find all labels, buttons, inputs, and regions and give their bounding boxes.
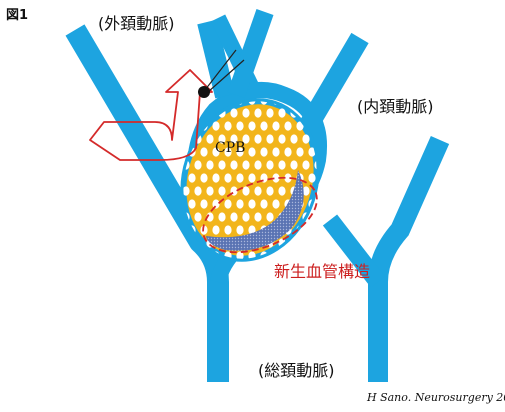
figure-label: 図1 (6, 4, 28, 23)
lipid-dot (278, 160, 285, 169)
lipid-dot (218, 160, 225, 169)
lipid-dot (290, 238, 297, 247)
lipid-dot (194, 212, 201, 221)
lipid-dot (290, 134, 297, 143)
lipid-dot (266, 108, 273, 117)
lipid-dot (302, 160, 309, 169)
lipid-dot (278, 134, 285, 143)
citation: H Sano. Neurosurgery 2010 (367, 391, 505, 404)
lipid-dot (266, 160, 273, 169)
lipid-dot (206, 186, 213, 195)
lipid-dot (266, 212, 273, 221)
lipid-dot (230, 212, 237, 221)
lipid-dot (218, 186, 225, 195)
lipid-dot (254, 212, 261, 221)
lipid-dot (308, 173, 315, 182)
lipid-dot (248, 121, 255, 130)
lipid-dot (272, 121, 279, 130)
lipid-dot (200, 147, 207, 156)
lipid-dot (248, 173, 255, 182)
lipid-dot (284, 121, 291, 130)
lipid-dot (236, 225, 243, 234)
lipid-dot (218, 212, 225, 221)
lipid-dot (254, 186, 261, 195)
lipid-dot (194, 160, 201, 169)
cpb-label: CPB (215, 140, 245, 156)
lipid-dot (188, 199, 195, 208)
lipid-dot (254, 108, 261, 117)
lipid-dot (272, 147, 279, 156)
lipid-dot (176, 147, 183, 156)
lipid-dot (206, 160, 213, 169)
lipid-dot (200, 199, 207, 208)
neovascular-label: 新生血管構造 (274, 258, 370, 282)
lipid-dot (260, 199, 267, 208)
lipid-dot (230, 108, 237, 117)
lipid-dot (236, 199, 243, 208)
lipid-dot (236, 121, 243, 130)
lipid-dot (176, 121, 183, 130)
lipid-dot (194, 186, 201, 195)
lipid-dot (260, 147, 267, 156)
lipid-dot (212, 173, 219, 182)
right-carotid-trunk (378, 140, 440, 382)
lipid-dot (314, 238, 321, 247)
lipid-dot (290, 160, 297, 169)
lipid-dot (302, 238, 309, 247)
lipid-dot (224, 121, 231, 130)
lipid-dot (278, 108, 285, 117)
lipid-dot (188, 251, 195, 260)
lipid-dot (314, 212, 321, 221)
lipid-dot (242, 212, 249, 221)
lipid-dot (248, 199, 255, 208)
lipid-dot (278, 186, 285, 195)
lipid-dot (242, 160, 249, 169)
lipid-dot (188, 95, 195, 104)
lipid-dot (254, 134, 261, 143)
lipid-dot (182, 134, 189, 143)
lipid-dot (182, 108, 189, 117)
lipid-dot (212, 121, 219, 130)
external-carotid-label: (外頚動脈) (98, 10, 175, 34)
lipid-dot (176, 251, 183, 260)
internal-carotid-label: (内頚動脈) (357, 93, 434, 117)
lipid-dot (224, 199, 231, 208)
lipid-dot (308, 225, 315, 234)
lipid-dot (200, 173, 207, 182)
lipid-dot (272, 199, 279, 208)
lipid-dot (248, 147, 255, 156)
lipid-dot (266, 186, 273, 195)
lipid-dot (188, 173, 195, 182)
lipid-dot (320, 199, 327, 208)
common-carotid-label: (総頚動脈) (258, 357, 335, 381)
lipid-dot (284, 147, 291, 156)
lipid-dot (302, 134, 309, 143)
lipid-dot (224, 173, 231, 182)
lipid-dot (296, 147, 303, 156)
lipid-dot (266, 134, 273, 143)
catheter-tip-icon (198, 86, 210, 98)
lipid-dot (254, 160, 261, 169)
lipid-dot (242, 186, 249, 195)
lipid-dot (242, 108, 249, 117)
lipid-dot (206, 134, 213, 143)
lipid-dot (260, 121, 267, 130)
lipid-dot (230, 160, 237, 169)
lipid-dot (236, 173, 243, 182)
lipid-dot (212, 225, 219, 234)
lipid-dot (224, 225, 231, 234)
internal-carotid-artery (300, 38, 360, 140)
